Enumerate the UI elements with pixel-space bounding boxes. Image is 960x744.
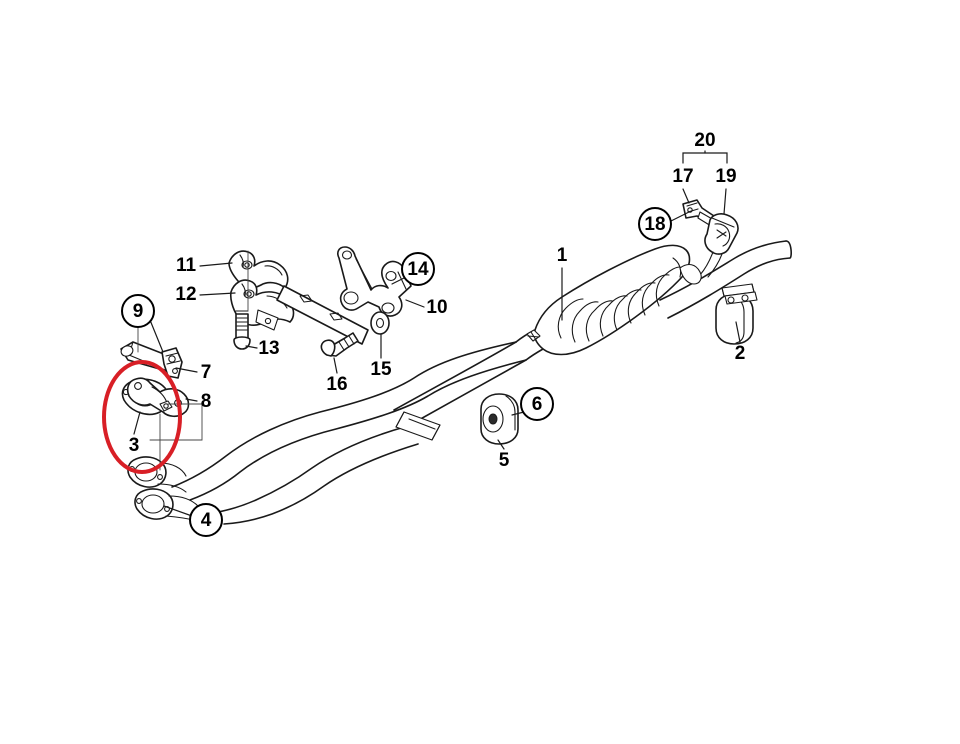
callout-label-3: 3	[129, 435, 140, 456]
leader-19	[723, 188, 727, 215]
callout-6[interactable]: 6	[520, 387, 554, 421]
callout-label-17: 17	[672, 166, 693, 187]
callout-11[interactable]: 11	[176, 255, 197, 276]
part-13-long-bolt	[233, 310, 251, 350]
callout-label-4: 4	[201, 510, 212, 531]
callout-4[interactable]: 4	[189, 503, 223, 537]
rear-tail-pipe	[659, 240, 792, 319]
part-19-rubber-hanger-block	[704, 213, 739, 255]
callout-label-5: 5	[499, 450, 510, 471]
callout-13[interactable]: 13	[258, 338, 279, 359]
callout-label-11: 11	[176, 255, 197, 276]
callout-8[interactable]: 8	[201, 391, 212, 412]
bracket-20	[682, 152, 728, 164]
upper-front-pipe	[171, 341, 527, 501]
leader-10	[405, 299, 425, 308]
leader-6	[511, 411, 525, 416]
callout-19[interactable]: 19	[715, 166, 736, 187]
callout-17[interactable]: 17	[672, 166, 693, 187]
leader-5	[497, 439, 505, 450]
callout-2[interactable]: 2	[735, 343, 746, 364]
callout-label-7: 7	[201, 362, 212, 383]
part-16-hex-bolt	[320, 332, 359, 357]
leader-13	[245, 345, 258, 349]
callout-7[interactable]: 7	[201, 362, 212, 383]
pipe-hanger-plate	[395, 411, 441, 441]
red-oval-highlight	[102, 360, 182, 474]
leader-12	[199, 292, 236, 296]
callout-label-8: 8	[201, 391, 212, 412]
callout-label-16: 16	[326, 374, 347, 395]
part-5-6-rubber-mount	[480, 393, 519, 445]
callout-9[interactable]: 9	[121, 294, 155, 328]
lower-front-pipe	[205, 425, 419, 525]
callout-label-19: 19	[715, 166, 736, 187]
callout-circle-6	[520, 387, 554, 421]
part-7-support-strut	[120, 341, 183, 379]
callout-label-1: 1	[557, 245, 568, 266]
callout-14[interactable]: 14	[401, 252, 435, 286]
callout-label-20: 20	[694, 130, 715, 151]
callout-circle-9	[121, 294, 155, 328]
leader-3	[133, 411, 141, 435]
leader-4	[163, 505, 193, 517]
callout-12[interactable]: 12	[175, 284, 196, 305]
callout-label-9: 9	[133, 301, 144, 322]
leader-8	[185, 398, 198, 402]
part-2-pipe-clamp	[715, 283, 758, 345]
callout-15[interactable]: 15	[370, 359, 392, 380]
callout-label-2: 2	[735, 343, 746, 364]
callout-label-10: 10	[426, 297, 447, 318]
callout-label-15: 15	[370, 359, 392, 380]
callout-1[interactable]: 1	[557, 245, 568, 266]
leader-17	[682, 188, 690, 204]
callout-3[interactable]: 3	[129, 435, 140, 456]
leader-9	[149, 319, 164, 353]
leader-18	[668, 211, 690, 223]
callout-10[interactable]: 10	[426, 297, 447, 318]
part-8-mounting-bracket	[126, 377, 190, 418]
callout-18[interactable]: 18	[638, 207, 672, 241]
leader-16	[333, 357, 338, 374]
leader-7	[175, 367, 198, 373]
center-muffler-body	[533, 244, 691, 356]
front-dual-flange-assembly	[127, 456, 199, 522]
main-exhaust-assembly	[127, 240, 792, 525]
leader-11	[199, 262, 233, 267]
part-15-washer	[370, 311, 390, 335]
part-10-suspension-bracket	[337, 246, 412, 317]
callout-layer: 1 2 3 4 5 6 7 8	[121, 130, 746, 537]
callout-label-6: 6	[532, 394, 543, 415]
leader-14	[391, 276, 407, 285]
hanger-strap-to-pipe	[679, 251, 723, 285]
leader-2	[735, 321, 741, 343]
callout-circle-14	[401, 252, 435, 286]
callout-circle-4	[189, 503, 223, 537]
callout-20[interactable]: 20	[694, 130, 715, 151]
callout-label-18: 18	[644, 214, 665, 235]
callout-label-13: 13	[258, 338, 279, 359]
callout-16[interactable]: 16	[326, 374, 347, 395]
callout-label-14: 14	[407, 259, 429, 280]
callout-circle-18	[638, 207, 672, 241]
callout-5[interactable]: 5	[499, 450, 510, 471]
heat-shield-connecting-bar	[276, 285, 369, 345]
callout-label-12: 12	[175, 284, 196, 305]
